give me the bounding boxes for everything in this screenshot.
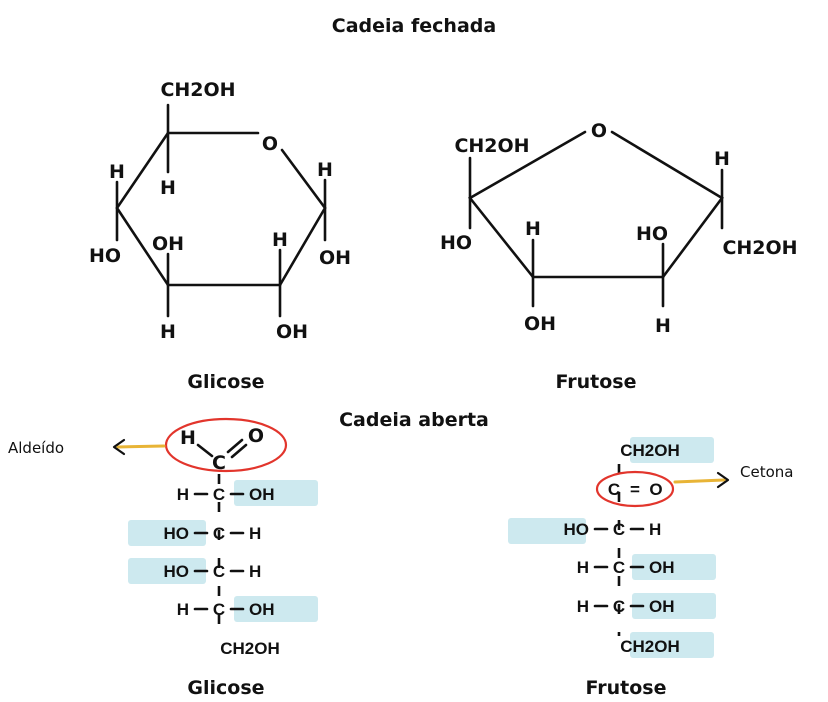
frutose-label-o: O (591, 120, 607, 142)
frutose-label-ch2oh-left: CH2OH (454, 135, 529, 157)
frutose-label-ho-inner: HO (636, 223, 668, 245)
glicose-bond-c-o-1 (226, 438, 244, 454)
frutose-label-ho-left: HO (440, 232, 472, 254)
glicose-hl-row4 (234, 596, 318, 622)
frutose-carbonyl-eq: = (630, 480, 640, 499)
frutose-ring: O CH2OH HO H HO H CH2OH OH H (440, 120, 798, 337)
glicose-open-top-c: C (212, 452, 226, 474)
frutose-ring-name: Frutose (556, 371, 637, 393)
glicose-bond-h-c (196, 443, 214, 458)
frutose-row3-center: C (613, 597, 625, 616)
glicose-bond-c-o-2 (230, 443, 248, 459)
frutose-label-oh-bottom: OH (524, 313, 556, 335)
glicose-row3-left: HO (164, 562, 190, 581)
glicose-label-o: O (262, 133, 278, 155)
glicose-label-ch2oh: CH2OH (160, 79, 235, 101)
frutose-row3-right: OH (649, 597, 675, 616)
frutose-row1-center: C (613, 520, 625, 539)
frutose-label-h-right: H (714, 148, 730, 170)
frutose-row2-left: H (577, 558, 589, 577)
glicose-ring-bonds (115, 131, 327, 287)
frutose-row2-center: C (613, 558, 625, 577)
glicose-label-h-right: H (317, 159, 333, 181)
glicose-aldehyde-circle (164, 417, 288, 473)
glicose-open-row-2: HO C H (164, 524, 262, 543)
glicose-label-h-bottom: H (160, 321, 176, 343)
title-open-chain: Cadeia aberta (339, 409, 489, 431)
glicose-ring: CH2OH O H H H HO OH H OH H OH (89, 79, 351, 343)
frutose-open-top: CH2OH (620, 441, 680, 460)
glicose-row2-left: HO (164, 524, 190, 543)
glicose-label-oh-bottom: OH (276, 321, 308, 343)
frutose-row2-right: OH (649, 558, 675, 577)
frutose-ketone-arrow (673, 478, 726, 484)
glicose-label-h-inner: H (272, 229, 288, 251)
frutose-hl-row3 (632, 593, 716, 619)
frutose-ketone-circle (595, 470, 675, 508)
frutose-open-row-3: H C OH (577, 597, 675, 616)
glicose-row2-center: C (213, 524, 225, 543)
glicose-row1-left: H (177, 485, 189, 504)
glicose-hl-row1 (234, 480, 318, 506)
frutose-row1-right: H (649, 520, 661, 539)
frutose-annotation-cetona: Cetona (740, 463, 793, 481)
glicose-open-row-3: HO C H (164, 562, 262, 581)
frutose-row3-left: H (577, 597, 589, 616)
glicose-row2-right: H (249, 524, 261, 543)
frutose-open-row-2: H C OH (577, 558, 675, 577)
glicose-aldehyde-arrowhead (112, 438, 126, 456)
frutose-open-chain: CH2OH C = O HO C H H C OH H C OH CH2OH (508, 437, 793, 658)
frutose-open-name: Frutose (586, 677, 667, 699)
glicose-label-ho-left: HO (89, 245, 121, 267)
glicose-row3-right: H (249, 562, 261, 581)
frutose-hl-row1 (508, 518, 586, 544)
frutose-row1-left: HO (564, 520, 590, 539)
glicose-label-h-top: H (160, 177, 176, 199)
glicose-open-row-4: H C OH (177, 600, 275, 619)
glicose-open-row-1: H C OH (177, 485, 275, 504)
glicose-hl-row2 (128, 520, 206, 546)
glicose-open-chain: H C O H C OH HO C H HO C H H C (8, 417, 318, 658)
frutose-open-bottom: CH2OH (620, 637, 680, 656)
glicose-aldehyde-arrow (116, 444, 166, 449)
glicose-label-h-left: H (109, 161, 125, 183)
frutose-ketone-arrowhead (716, 471, 730, 489)
glicose-row4-left: H (177, 600, 189, 619)
frutose-carbonyl-c: C (608, 480, 620, 499)
frutose-hl-top (630, 437, 714, 463)
glicose-label-oh-right: OH (319, 247, 351, 269)
frutose-hl-bottom (630, 632, 714, 658)
frutose-hl-row2 (632, 554, 716, 580)
glicose-row3-center: C (213, 562, 225, 581)
glicose-open-top-h: H (180, 427, 196, 449)
frutose-label-h-bottom: H (655, 315, 671, 337)
frutose-label-ch2oh-right: CH2OH (722, 237, 797, 259)
glicose-row4-center: C (213, 600, 225, 619)
glicose-ring-name: Glicose (187, 371, 264, 393)
glicose-open-bottom: CH2OH (220, 639, 280, 658)
glicose-row1-right: OH (249, 485, 275, 504)
glicose-row1-center: C (213, 485, 225, 504)
glicose-open-name: Glicose (187, 677, 264, 699)
frutose-open-row-1: HO C H (564, 520, 662, 539)
glicose-label-oh-inner: OH (152, 233, 184, 255)
glicose-row4-right: OH (249, 600, 275, 619)
frutose-carbonyl-o: O (649, 480, 662, 499)
glicose-open-top-o: O (248, 425, 264, 447)
frutose-label-h-inner: H (525, 218, 541, 240)
title-closed-chain: Cadeia fechada (332, 15, 496, 37)
frutose-ring-bonds (468, 130, 724, 279)
glicose-hl-row3 (128, 558, 206, 584)
glicose-annotation-aldeido: Aldeído (8, 439, 64, 457)
